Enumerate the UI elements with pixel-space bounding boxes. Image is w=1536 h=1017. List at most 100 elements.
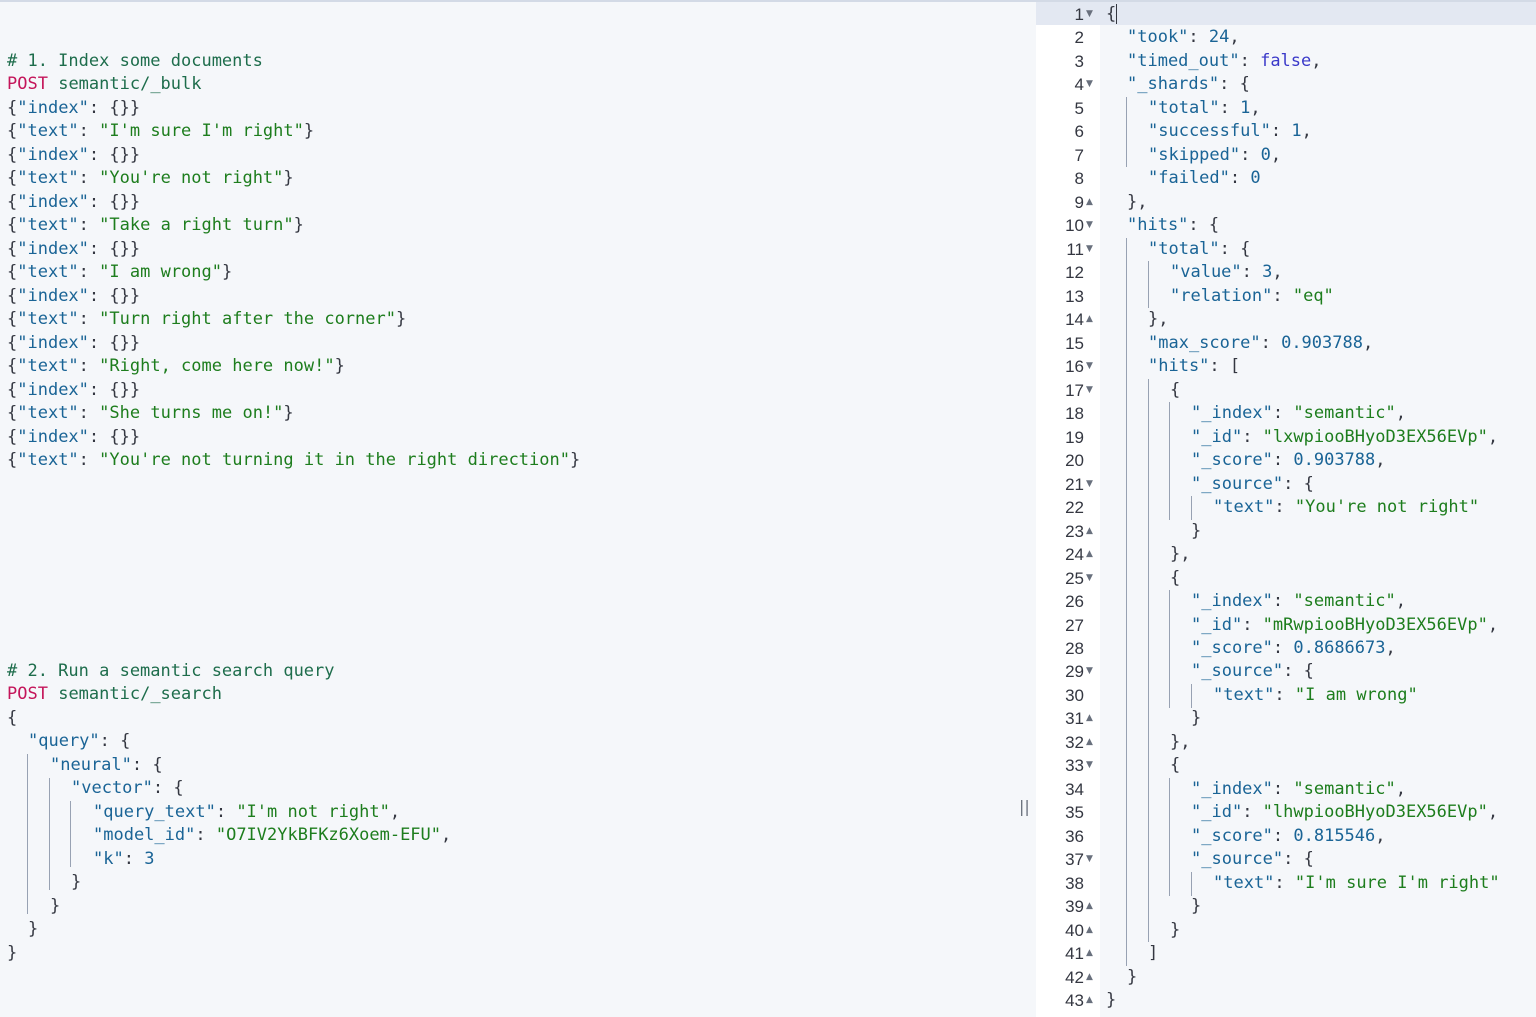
line-number: 43	[1065, 991, 1084, 1010]
comment-line: # 1. Index some documents	[7, 51, 263, 71]
json-line: "query": {	[28, 731, 131, 751]
json-line: "failed": 0	[1148, 168, 1261, 188]
fold-caret-down-icon[interactable]: ▼	[1086, 244, 1093, 254]
line-number: 26	[1065, 592, 1084, 611]
request-line-search[interactable]: POST semantic/_search	[7, 683, 222, 706]
fold-caret-down-icon[interactable]: ▼	[1086, 385, 1093, 395]
fold-caret-down-icon[interactable]: ▼	[1086, 479, 1093, 489]
json-line: "timed_out": false,	[1127, 51, 1322, 71]
json-line: "_source": {	[1191, 661, 1314, 681]
line-number: 38	[1065, 874, 1084, 893]
fold-caret-up-icon[interactable]: ▲	[1086, 737, 1093, 747]
bulk-doc-line: {"text": "Turn right after the corner"}	[7, 309, 407, 329]
json-line: "query_text": "I'm not right",	[93, 802, 401, 822]
json-line: ]	[1148, 943, 1159, 963]
json-line: "took": 24,	[1127, 27, 1240, 47]
json-line: },	[1148, 309, 1169, 329]
fold-caret-down-icon[interactable]: ▼	[1086, 573, 1093, 583]
response-viewer[interactable]: 1 2 3 4 5 6 7 8 9 10 11 12 13 14 15 16 1…	[1036, 2, 1536, 1017]
fold-caret-down-icon[interactable]: ▼	[1086, 79, 1093, 89]
request-line-bulk[interactable]: POST semantic/_bulk	[7, 73, 202, 96]
json-line: }	[1170, 920, 1181, 940]
json-line: "_id": "lhwpiooBHyoD3EX56EVp",	[1191, 802, 1499, 822]
fold-caret-down-icon[interactable]: ▼	[1086, 220, 1093, 230]
request-editor[interactable]: # 1. Index some documents POST semantic/…	[0, 2, 1012, 1017]
indent-guide	[1126, 97, 1127, 167]
bulk-doc-line: {"text": "I'm sure I'm right"}	[7, 121, 315, 141]
indent-guide	[1191, 872, 1192, 896]
active-line-highlight	[1036, 2, 1536, 26]
fold-caret-up-icon[interactable]: ▲	[1086, 314, 1093, 324]
json-line: "total": {	[1148, 239, 1251, 259]
json-line: }	[1191, 521, 1202, 541]
fold-caret-down-icon[interactable]: ▼	[1086, 760, 1093, 770]
bulk-action-line: {"index": {}}	[7, 427, 141, 447]
json-line: "_score": 0.8686673,	[1191, 638, 1396, 658]
line-number: 16	[1065, 357, 1084, 376]
indent-guide	[70, 801, 71, 867]
bulk-doc-line: {"text": "Right, come here now!"}	[7, 356, 345, 376]
json-line: "_source": {	[1191, 474, 1314, 494]
line-number: 15	[1065, 334, 1084, 353]
json-line: {	[7, 708, 18, 728]
line-number: 11	[1066, 240, 1084, 259]
fold-caret-up-icon[interactable]: ▲	[1086, 972, 1093, 982]
fold-caret-up-icon[interactable]: ▲	[1086, 948, 1093, 958]
json-line: }	[1127, 967, 1138, 987]
json-line: "successful": 1,	[1148, 121, 1312, 141]
line-number: 17	[1065, 381, 1084, 400]
fold-caret-up-icon[interactable]: ▲	[1086, 526, 1093, 536]
json-line: "_index": "semantic",	[1191, 403, 1406, 423]
json-line: }	[1191, 708, 1202, 728]
json-line: {	[1106, 4, 1118, 24]
line-number: 29	[1065, 662, 1084, 681]
line-number: 8	[1074, 169, 1084, 188]
line-number: 4	[1074, 75, 1084, 94]
line-number: 34	[1065, 780, 1084, 799]
json-line: }	[50, 896, 61, 916]
bulk-action-line: {"index": {}}	[7, 192, 141, 212]
indent-guide	[1169, 402, 1170, 520]
fold-caret-down-icon[interactable]: ▼	[1086, 9, 1093, 19]
bulk-action-line: {"index": {}}	[7, 98, 141, 118]
line-number: 9	[1074, 193, 1084, 212]
json-line: },	[1127, 192, 1148, 212]
indent-guide	[1148, 379, 1149, 942]
line-number: 33	[1065, 756, 1084, 775]
bulk-doc-line: {"text": "She turns me on!"}	[7, 403, 294, 423]
fold-caret-up-icon[interactable]: ▲	[1086, 925, 1093, 935]
http-method: POST	[7, 684, 48, 704]
line-number: 14	[1065, 310, 1084, 329]
fold-caret-down-icon[interactable]: ▼	[1086, 666, 1093, 676]
fold-caret-down-icon[interactable]: ▼	[1086, 854, 1093, 864]
json-line: "hits": {	[1127, 215, 1220, 235]
comment-line: # 2. Run a semantic search query	[7, 661, 335, 681]
line-number: 12	[1065, 263, 1084, 282]
json-line: "_id": "lxwpiooBHyoD3EX56EVp",	[1191, 427, 1499, 447]
line-number: 30	[1065, 686, 1084, 705]
json-line: "text": "I am wrong"	[1213, 685, 1418, 705]
line-number: 39	[1065, 897, 1084, 916]
line-number: 1	[1074, 5, 1084, 24]
resize-handle[interactable]: ||	[1019, 797, 1030, 816]
json-line: "vector": {	[71, 778, 184, 798]
bulk-action-line: {"index": {}}	[7, 333, 141, 353]
json-line: "skipped": 0,	[1148, 145, 1282, 165]
fold-caret-up-icon[interactable]: ▲	[1086, 549, 1093, 559]
pane-divider	[1012, 2, 1037, 1017]
bulk-doc-line: {"text": "I am wrong"}	[7, 262, 233, 282]
indent-guide	[27, 754, 28, 914]
fold-caret-up-icon[interactable]: ▲	[1086, 713, 1093, 723]
fold-caret-up-icon[interactable]: ▲	[1086, 197, 1093, 207]
indent-guide	[1191, 684, 1192, 708]
line-number: 5	[1074, 99, 1084, 118]
json-line: "max_score": 0.903788,	[1148, 333, 1374, 353]
json-line: },	[1170, 732, 1191, 752]
fold-caret-up-icon[interactable]: ▲	[1086, 901, 1093, 911]
fold-caret-down-icon[interactable]: ▼	[1086, 361, 1093, 371]
line-number: 18	[1065, 404, 1084, 423]
line-number: 28	[1065, 639, 1084, 658]
fold-caret-up-icon[interactable]: ▲	[1086, 995, 1093, 1005]
line-number-gutter	[1036, 2, 1100, 1017]
json-line: },	[1170, 544, 1191, 564]
